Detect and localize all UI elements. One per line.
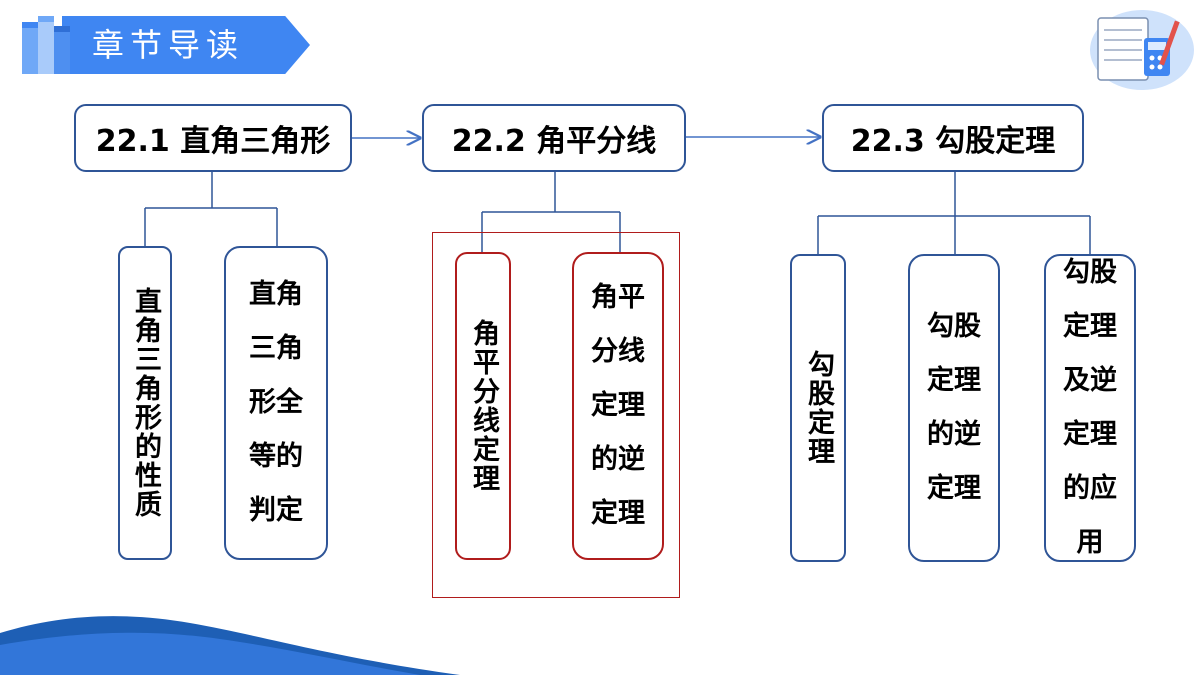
topic-right-triangle-properties: 直角三角形的性质 <box>118 246 172 560</box>
topic-pythagorean-applications: 勾股定理及逆定理的应用 <box>1044 254 1136 562</box>
topic-label: 角平分线定理 <box>468 319 499 493</box>
topic-label: 勾股定理的逆定理 <box>926 311 981 504</box>
topic-label: 直角三角形全等的判定 <box>248 279 303 526</box>
topic-angle-bisector-converse: 角平分线定理的逆定理 <box>572 252 664 560</box>
topic-label: 直角三角形的性质 <box>130 287 161 519</box>
header-banner <box>62 16 310 74</box>
notebook-calculator-icon <box>1090 10 1194 90</box>
books-icon <box>22 16 70 74</box>
topic-label: 勾股定理及逆定理的应用 <box>1062 257 1117 558</box>
topic-label: 勾股定理 <box>803 350 834 466</box>
section-1-title: 22.1 直角三角形 <box>74 104 352 172</box>
topic-pythagorean-theorem: 勾股定理 <box>790 254 846 562</box>
topic-angle-bisector-theorem: 角平分线定理 <box>455 252 511 560</box>
topic-label: 角平分线定理的逆定理 <box>590 282 645 529</box>
topic-pythagorean-converse: 勾股定理的逆定理 <box>908 254 1000 562</box>
topic-right-triangle-congruence: 直角三角形全等的判定 <box>224 246 328 560</box>
section-2-highlight-frame <box>432 232 680 598</box>
section-2-title: 22.2 角平分线 <box>422 104 686 172</box>
section-3-title: 22.3 勾股定理 <box>822 104 1084 172</box>
bottom-wave-decoration <box>0 616 460 675</box>
page-title: 章节导读 <box>92 26 245 64</box>
